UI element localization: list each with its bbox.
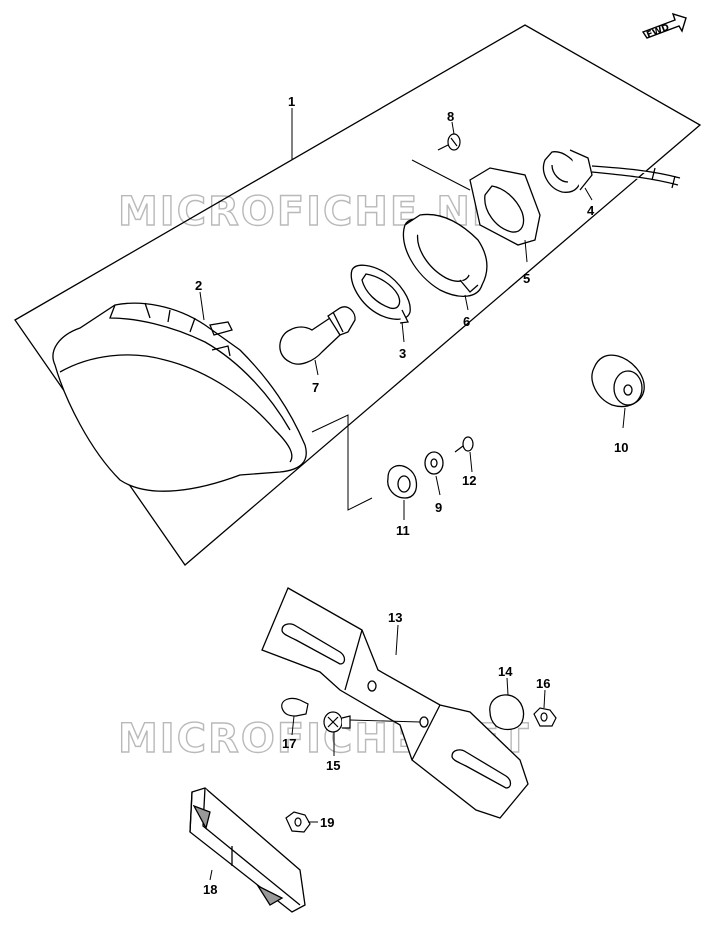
callout-11: 11 — [396, 523, 410, 538]
callout-2: 2 — [195, 278, 202, 293]
washer — [424, 451, 444, 475]
cushion — [387, 464, 418, 499]
callout-12: 12 — [462, 473, 476, 488]
leader-6 — [464, 294, 469, 311]
leader-9 — [435, 475, 441, 496]
leader-12 — [469, 451, 473, 473]
callout-13: 13 — [388, 610, 402, 625]
callout-10: 10 — [614, 440, 628, 455]
callout-8: 8 — [447, 109, 454, 124]
screw-cross — [323, 711, 351, 733]
leader-2 — [199, 291, 205, 321]
fwd-label: FWD — [645, 23, 671, 41]
bolt — [454, 436, 474, 453]
callout-16: 16 — [536, 676, 550, 691]
tail-lamp-lens — [52, 302, 307, 492]
callout-18: 18 — [203, 882, 217, 897]
leader-14 — [506, 677, 509, 696]
leader-5-dash — [411, 159, 471, 191]
callout-6: 6 — [463, 314, 470, 329]
callout-7: 7 — [312, 380, 319, 395]
reflector-round — [489, 694, 525, 731]
leader-16 — [543, 689, 546, 709]
mount-line-15 — [349, 719, 421, 723]
license-bracket — [261, 587, 529, 819]
fwd-arrow-icon: FWD — [641, 12, 687, 41]
leader-17 — [291, 715, 295, 736]
leader-4 — [584, 187, 593, 201]
socket-with-wire — [542, 149, 681, 193]
bulb — [279, 306, 356, 365]
nut-16 — [533, 707, 557, 727]
leader-13 — [395, 624, 399, 656]
socket-ring — [350, 264, 411, 324]
callout-19: 19 — [320, 815, 334, 830]
reflector-rect — [189, 787, 306, 913]
watermark-top: MICROFICHE.NET — [118, 189, 531, 235]
bulb-small — [281, 697, 309, 717]
callout-15: 15 — [326, 758, 340, 773]
leader-10 — [622, 407, 626, 429]
callout-17: 17 — [282, 736, 296, 751]
callout-3: 3 — [399, 346, 406, 361]
callout-14: 14 — [498, 664, 513, 679]
callout-4: 4 — [587, 203, 595, 218]
leader-3 — [401, 321, 405, 343]
callout-1: 1 — [288, 94, 295, 109]
bulb-holder-collar — [402, 213, 488, 297]
mount-line — [311, 414, 373, 511]
gasket-plate — [469, 167, 541, 246]
screw — [437, 133, 461, 151]
leader-7 — [314, 359, 319, 376]
nut-19 — [285, 811, 311, 833]
callout-5: 5 — [523, 271, 530, 286]
leader-18 — [209, 869, 213, 881]
grommet-large — [591, 354, 645, 408]
leader-8 — [451, 121, 455, 135]
leader-5 — [524, 239, 528, 263]
callout-9: 9 — [435, 500, 442, 515]
